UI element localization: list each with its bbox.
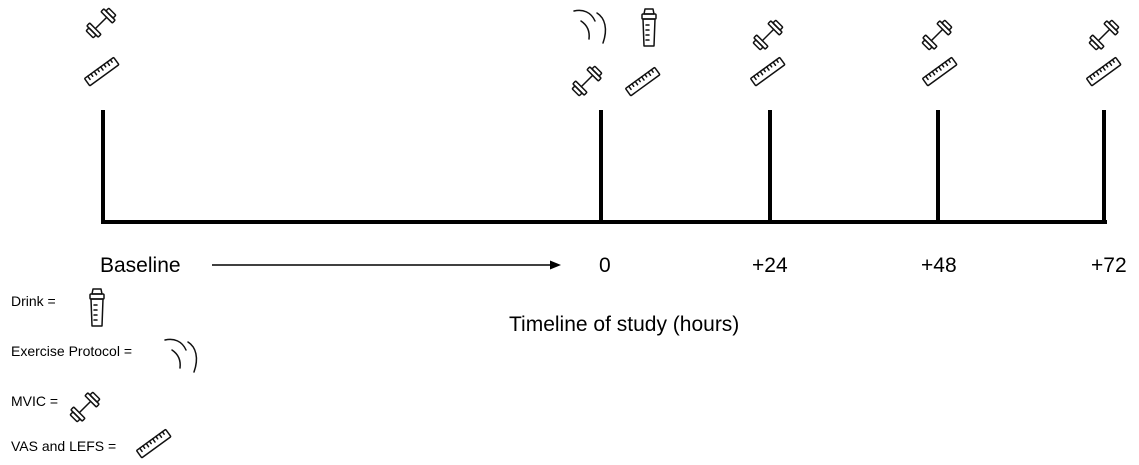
timeline-title: Timeline of study (hours) xyxy=(509,313,739,336)
timepoint-label-72: +72 xyxy=(1091,254,1127,277)
legend-label-vas-lefs: VAS and LEFS = xyxy=(11,438,116,454)
dumbbell-icon xyxy=(569,63,605,99)
legend-label-exercise: Exercise Protocol = xyxy=(11,343,132,359)
dumbbell-icon xyxy=(1086,17,1122,53)
dumbbell-icon xyxy=(750,17,786,53)
timepoint-label-baseline: Baseline xyxy=(100,254,181,277)
timepoint-label-24: +24 xyxy=(752,254,788,277)
dumbbell-icon xyxy=(919,17,955,53)
timepoint-label-48: +48 xyxy=(921,254,957,277)
ruler-icon xyxy=(921,56,958,87)
legend: Drink = Exercise Protocol = MVIC = VAS a… xyxy=(11,288,198,459)
arrow-head xyxy=(550,260,561,270)
knee-icon xyxy=(573,9,607,44)
ruler-icon xyxy=(135,428,172,459)
shaker-icon xyxy=(641,8,657,47)
legend-label-drink: Drink = xyxy=(11,293,56,309)
ruler-icon xyxy=(624,66,661,97)
knee-icon xyxy=(164,338,198,373)
legend-label-mvic: MVIC = xyxy=(11,393,58,409)
ruler-icon xyxy=(1085,56,1122,87)
dumbbell-icon xyxy=(83,5,119,41)
ruler-icon xyxy=(83,56,120,87)
timepoint-label-0: 0 xyxy=(599,254,611,277)
ruler-icon xyxy=(749,56,786,87)
shaker-icon xyxy=(89,288,105,327)
dumbbell-icon xyxy=(67,389,103,425)
